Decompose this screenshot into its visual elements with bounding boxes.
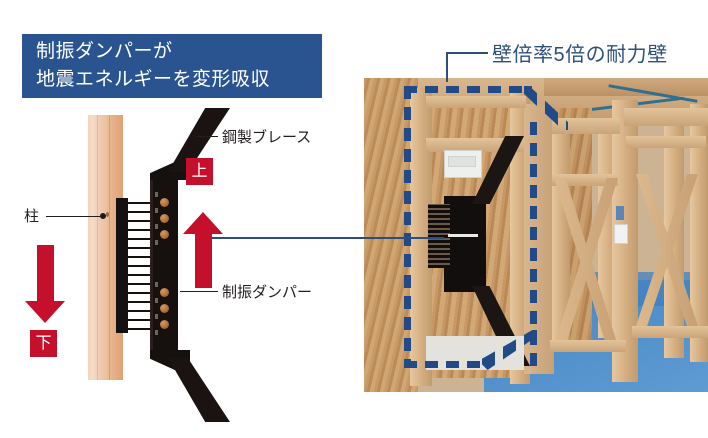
photo-damper-highlight [448,234,478,237]
damper-slot [155,240,158,245]
damper-bolt [160,214,169,223]
far-beam [624,108,708,126]
label-damper: 制振ダンパー [222,284,313,301]
far-beam [552,118,620,134]
damper-slot [155,208,158,213]
arrow-up-head [183,212,223,234]
damper-plate-edge [150,178,153,356]
direction-badge-up: 上 [186,158,213,185]
callout-outline-right [530,122,537,368]
upward-force-arrow [182,190,224,288]
leader-dot-column [100,213,106,219]
downward-force-arrow [24,245,66,345]
electrical-panel-slot [448,156,476,167]
far-beam [552,174,618,186]
headline-line-2: 地震エネルギーを変形吸収 [36,69,271,90]
damper-slot [155,298,158,303]
damper-bolt [160,198,169,207]
far-beam [626,136,706,148]
damper-slot [155,282,158,287]
wood-knot-mark [106,212,109,217]
post-label [614,224,628,244]
label-column: 柱 [24,208,40,225]
headline-line-1: 制振ダンパーが [36,41,173,63]
direction-badge-down-label: 下 [35,334,52,352]
damper-bolt [160,320,169,329]
far-sill-plate [550,340,626,352]
arrow-down-shaft [37,245,54,303]
damper-bolt [160,304,169,313]
wall-top-plate [426,96,526,108]
arrow-down-head [25,301,65,323]
callout-outline-left [404,86,411,368]
damper-slot [155,192,158,197]
leader-line-steel-brace [196,136,218,138]
damper-slot [155,330,158,335]
damper-spring-array [124,200,152,331]
photo-damper-springs [428,204,450,268]
direction-badge-up-label: 上 [191,162,208,180]
label-steel-brace: 鋼製ブレース [222,129,312,146]
leader-line-column [46,216,104,218]
callout-title-line [446,52,488,54]
callout-outline-bottom [404,361,490,368]
construction-photo [364,78,708,392]
damper-bolt [160,288,169,297]
cross-reference-line [212,237,444,239]
steel-brace-lower [168,358,230,422]
damper-illustration: 上 下 [0,100,350,422]
callout-outline-top [404,86,532,93]
damper-body-plate [150,178,178,356]
post-tag [616,206,624,220]
wall-rating-title: 壁倍率5倍の耐力壁 [492,44,668,66]
damper-slot [155,314,158,319]
arrow-up-shaft [195,232,212,288]
headline-banner: 制振ダンパーが 地震エネルギーを変形吸収 [22,34,322,98]
damper-slot [155,224,158,229]
callout-title-drop [446,52,448,82]
damper-bolt [160,230,169,239]
far-sill-plate [632,326,708,338]
wall-stud-side [524,104,554,374]
leader-line-damper [180,291,218,293]
direction-badge-down: 下 [30,330,57,357]
damper-comb-plate [116,198,128,333]
far-post [690,104,708,362]
